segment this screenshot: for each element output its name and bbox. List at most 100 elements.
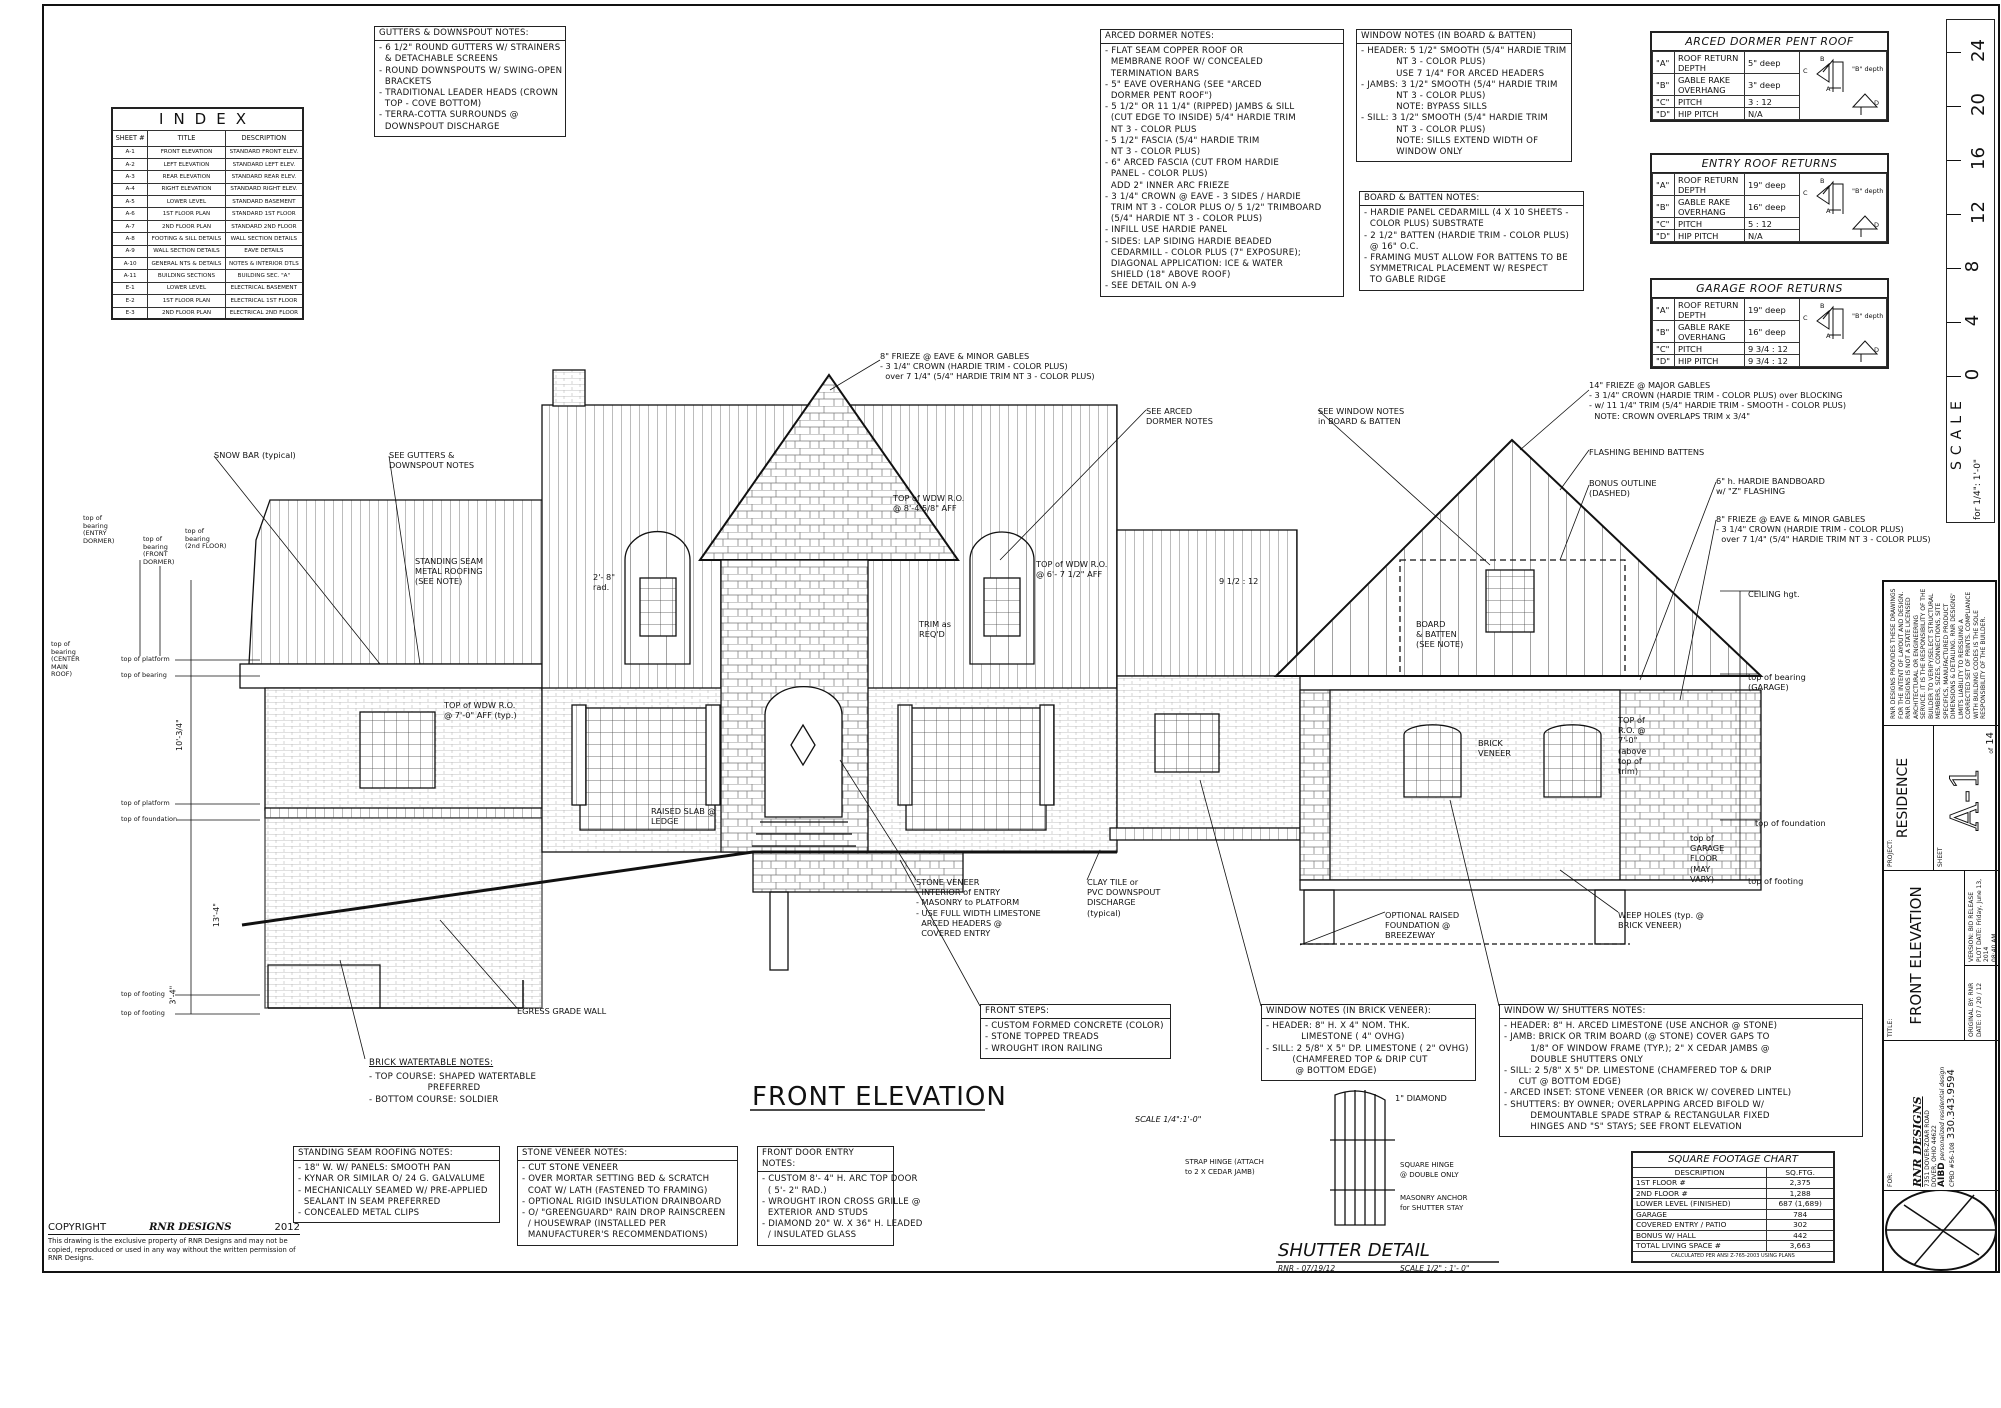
note-line: ADD 2" INNER ARC FRIEZE xyxy=(1105,180,1230,191)
diagram-label: "B" depth xyxy=(1852,312,1884,320)
elevation-callout: STANDING SEAM METAL ROOFING (SEE NOTE) xyxy=(415,556,484,587)
shutter-callout: 1" DIAMOND xyxy=(1395,1093,1447,1103)
diagram-label: A xyxy=(1826,207,1831,215)
note-line: - SILL: 2 5/8" X 5" dp. LIMESTONE (CHAMF… xyxy=(1504,1066,1772,1077)
ruler-tick xyxy=(1947,268,1961,269)
brick-watertable-notes: BRICK WATERTABLE NOTES:- TOP COURSE: SHA… xyxy=(365,1057,549,1109)
sheet-title: FRONT ELEVATION xyxy=(1906,886,1925,1025)
diagram-label: D xyxy=(1874,221,1880,229)
cpbd-number: CPBD #56-108 xyxy=(1949,1142,1956,1187)
note-line: - WROUGHT IRON RAILING xyxy=(985,1043,1103,1054)
notes-heading: FRONT STEPS: xyxy=(981,1005,1170,1020)
elevation-callout: TOP of WDW R.O. @ 8'-4 5/8" AFF xyxy=(893,493,965,514)
main-block xyxy=(541,369,1118,971)
sqft-cell: 2,375 xyxy=(1766,1177,1835,1189)
notes-heading: WINDOW NOTES (in BRICK VENEER): xyxy=(1262,1005,1475,1020)
sqft-row: LOWER LEVEL (FINISHED)687 (1,689) xyxy=(1631,1198,1835,1210)
ruler-tick xyxy=(1947,106,1961,107)
ruler-tick xyxy=(1947,376,1961,377)
note-line: PREFERRED xyxy=(369,1083,481,1094)
project-label: PROJECT: xyxy=(1887,839,1894,867)
elevation-callout: BONUS OUTLINE (DASHED) xyxy=(1589,478,1657,499)
note-line: NT 3 - COLOR PLUS xyxy=(1105,124,1197,135)
diagram-label: "B" depth xyxy=(1852,65,1884,73)
note-line: - TOP COURSE: SHAPED WATERTABLE xyxy=(369,1072,537,1083)
index-cell: A-5 xyxy=(111,195,149,209)
note-line: - FLAT SEAM COPPER ROOF or xyxy=(1105,46,1244,57)
elevation-callout: RAISED SLAB @ LEDGE xyxy=(651,806,716,827)
elevation-callout: BOARD & BATTEN (SEE NOTE) xyxy=(1416,619,1464,650)
elevation-callout: top of footing xyxy=(121,990,165,999)
elevation-callout: 6" h. HARDIE BANDBOARD w/ "Z" FLASHING xyxy=(1716,476,1825,497)
note-line: SEALANT in SEAM PREFERRED xyxy=(298,1196,441,1207)
sqft-footnote: CALCULATED PER ANSI Z-765-2003 USING PLA… xyxy=(1671,1253,1795,1259)
elevation-callout: top of foundation xyxy=(121,815,178,824)
elevation-callout: EGRESS GRADE WALL xyxy=(517,1006,607,1016)
note-line: to GABLE RIDGE xyxy=(1364,275,1447,286)
diagram-label: "B" depth xyxy=(1852,187,1884,195)
elevation-callout: 8" FRIEZE @ EAVE & MINOR GABLES - 3 1/4"… xyxy=(880,351,1095,382)
note-line: - HARDIE PANEL CEDARMILL (4 X 10 SHEETS … xyxy=(1364,208,1569,219)
index-cell: 2nd FLOOR PLAN xyxy=(147,219,226,234)
note-line: WINDOW ONLY xyxy=(1361,147,1463,158)
sqft-cell: TOTAL LIVING SPACE # xyxy=(1631,1240,1768,1252)
index-cell: STANDARD RIGHT ELEV. xyxy=(224,182,304,197)
note-line: - over MORTAR SETTING BED & SCRATCH xyxy=(522,1174,710,1185)
roof-table-cell: "D" xyxy=(1652,107,1675,120)
copyright-company: RNR DESIGNS xyxy=(149,1222,232,1233)
note-line: NOTE: BYPASS SILLS xyxy=(1361,102,1488,113)
roof-table-cell: GABLE RAKE OVERHANG xyxy=(1674,320,1745,343)
disclaimer: RNR DESIGNS PROVIDES THESE DRAWINGS FOR … xyxy=(1890,588,1987,719)
index-cell: STANDARD REAR ELEV. xyxy=(224,170,304,184)
of-label: of xyxy=(1988,747,1995,754)
logo-cell xyxy=(1884,1189,1999,1275)
plot-time: 08:40 AM xyxy=(1990,933,1998,962)
note-line: TOP - COVE BOTTOM) xyxy=(379,99,482,110)
note-line: - SHUTTERS: BY OWNER; OVERLAPPING ARCED … xyxy=(1504,1099,1765,1110)
note-line: DOUBLE SHUTTERS ONLY xyxy=(1504,1054,1644,1065)
roof-table-title: GARAGE ROOF RETURNS xyxy=(1652,280,1887,298)
elevation-callout: 2'- 8" rad. xyxy=(593,572,615,593)
note-line: NT 3 - COLOR PLUS) xyxy=(1361,57,1486,68)
arced-dormer-notes: ARCED DORMER NOTES:- FLAT SEAM COPPER RO… xyxy=(1100,29,1344,297)
copyright-text: This drawing is the exclusive property o… xyxy=(48,1237,296,1262)
note-line: DORMER PENT ROOF") xyxy=(1105,91,1213,102)
elevation-callout: 13'-4" xyxy=(211,903,221,928)
front-door-notes: FRONT DOOR ENTRY NOTES:- CUSTOM 8'- 4" h… xyxy=(757,1146,922,1246)
diagram-label: B xyxy=(1820,55,1825,63)
sqft-row: 2nd FLOOR #1,288 xyxy=(1631,1187,1835,1199)
diagram-label: C xyxy=(1803,189,1808,197)
ruler-tick xyxy=(1947,322,1961,323)
notes-heading: GUTTERS & DOWNSPOUT NOTES: xyxy=(375,27,565,42)
note-line: & DETACHABLE SCREENS xyxy=(379,54,499,65)
note-line: - JAMBS: 3 1/2" SMOOTH (5/4" HARDIE TRIM xyxy=(1361,79,1558,90)
note-line: TRIM NT 3 - COLOR PLUS o/ 5 1/2" TRIMBOA… xyxy=(1105,203,1322,214)
index-cell: 1st FLOOR PLAN xyxy=(147,207,226,221)
elevation-callout: 9 1/2 : 12 xyxy=(1219,576,1259,586)
dimension-lines xyxy=(139,540,1760,1015)
window-shutters-notes: WINDOW w/ SHUTTERS NOTES:- HEADER: 8" h.… xyxy=(1499,1004,1863,1138)
note-line: - STONE TOPPED TREADS xyxy=(985,1032,1099,1043)
note-line: - ROUND DOWNSPOUTS w/ SWING-OPEN xyxy=(379,65,563,76)
ruler-tick xyxy=(1947,214,1961,215)
roof-table-cell: N/A xyxy=(1744,107,1800,120)
note-line: - TRADITIONAL LEADER HEADS (CROWN xyxy=(379,88,559,99)
note-line: DIAGONAL APPLICATION: ICE & WATER xyxy=(1105,259,1283,270)
left-wing xyxy=(239,499,543,1009)
note-line: - CUT STONE VENEER xyxy=(522,1163,619,1174)
index-cell: FOOTING & SILL DETAILS xyxy=(147,232,226,246)
elevation-callout: TOP of WDW R.O. @ 6'- 7 1/2" AFF xyxy=(1036,559,1108,580)
elevation-callout: top of platform xyxy=(121,655,170,664)
